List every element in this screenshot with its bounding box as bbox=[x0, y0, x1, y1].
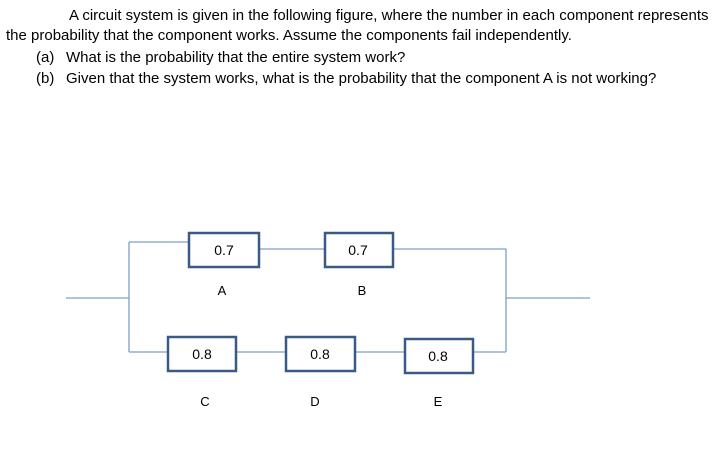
component-d-probability: 0.8 bbox=[310, 346, 330, 362]
question-text: Given that the system works, what is the… bbox=[66, 70, 657, 87]
question-text: What is the probability that the entire … bbox=[66, 49, 406, 66]
component-e-box bbox=[403, 337, 475, 375]
component-c: 0.8 C bbox=[166, 335, 238, 409]
problem-statement: A circuit system is given in the followi… bbox=[6, 6, 718, 89]
question-marker: (a) bbox=[36, 49, 55, 66]
component-c-label: C bbox=[200, 394, 209, 409]
component-d-box bbox=[284, 335, 357, 373]
component-c-box bbox=[166, 335, 238, 373]
component-a-probability: 0.7 bbox=[214, 242, 234, 258]
component-b-probability: 0.7 bbox=[348, 242, 368, 258]
component-b-label: B bbox=[358, 283, 367, 298]
circuit-wires bbox=[66, 241, 590, 353]
question-b: (b) Given that the system works, what is… bbox=[6, 68, 666, 89]
component-e-label: E bbox=[434, 394, 443, 409]
question-a: (a) What is the probability that the ent… bbox=[6, 47, 666, 68]
component-d-label: D bbox=[310, 394, 319, 409]
component-b: 0.7 B bbox=[323, 231, 395, 298]
question-marker: (b) bbox=[36, 70, 55, 87]
component-c-probability: 0.8 bbox=[192, 346, 212, 362]
component-b-box bbox=[323, 231, 395, 269]
component-a-label: A bbox=[218, 283, 227, 298]
component-a-box bbox=[187, 231, 261, 269]
component-e-probability: 0.8 bbox=[428, 348, 448, 364]
component-e: 0.8 E bbox=[403, 337, 475, 409]
component-a: 0.7 A bbox=[187, 231, 261, 298]
question-list: (a) What is the probability that the ent… bbox=[6, 47, 718, 89]
problem-intro: A circuit system is given in the followi… bbox=[6, 7, 709, 44]
component-d: 0.8 D bbox=[284, 335, 357, 409]
